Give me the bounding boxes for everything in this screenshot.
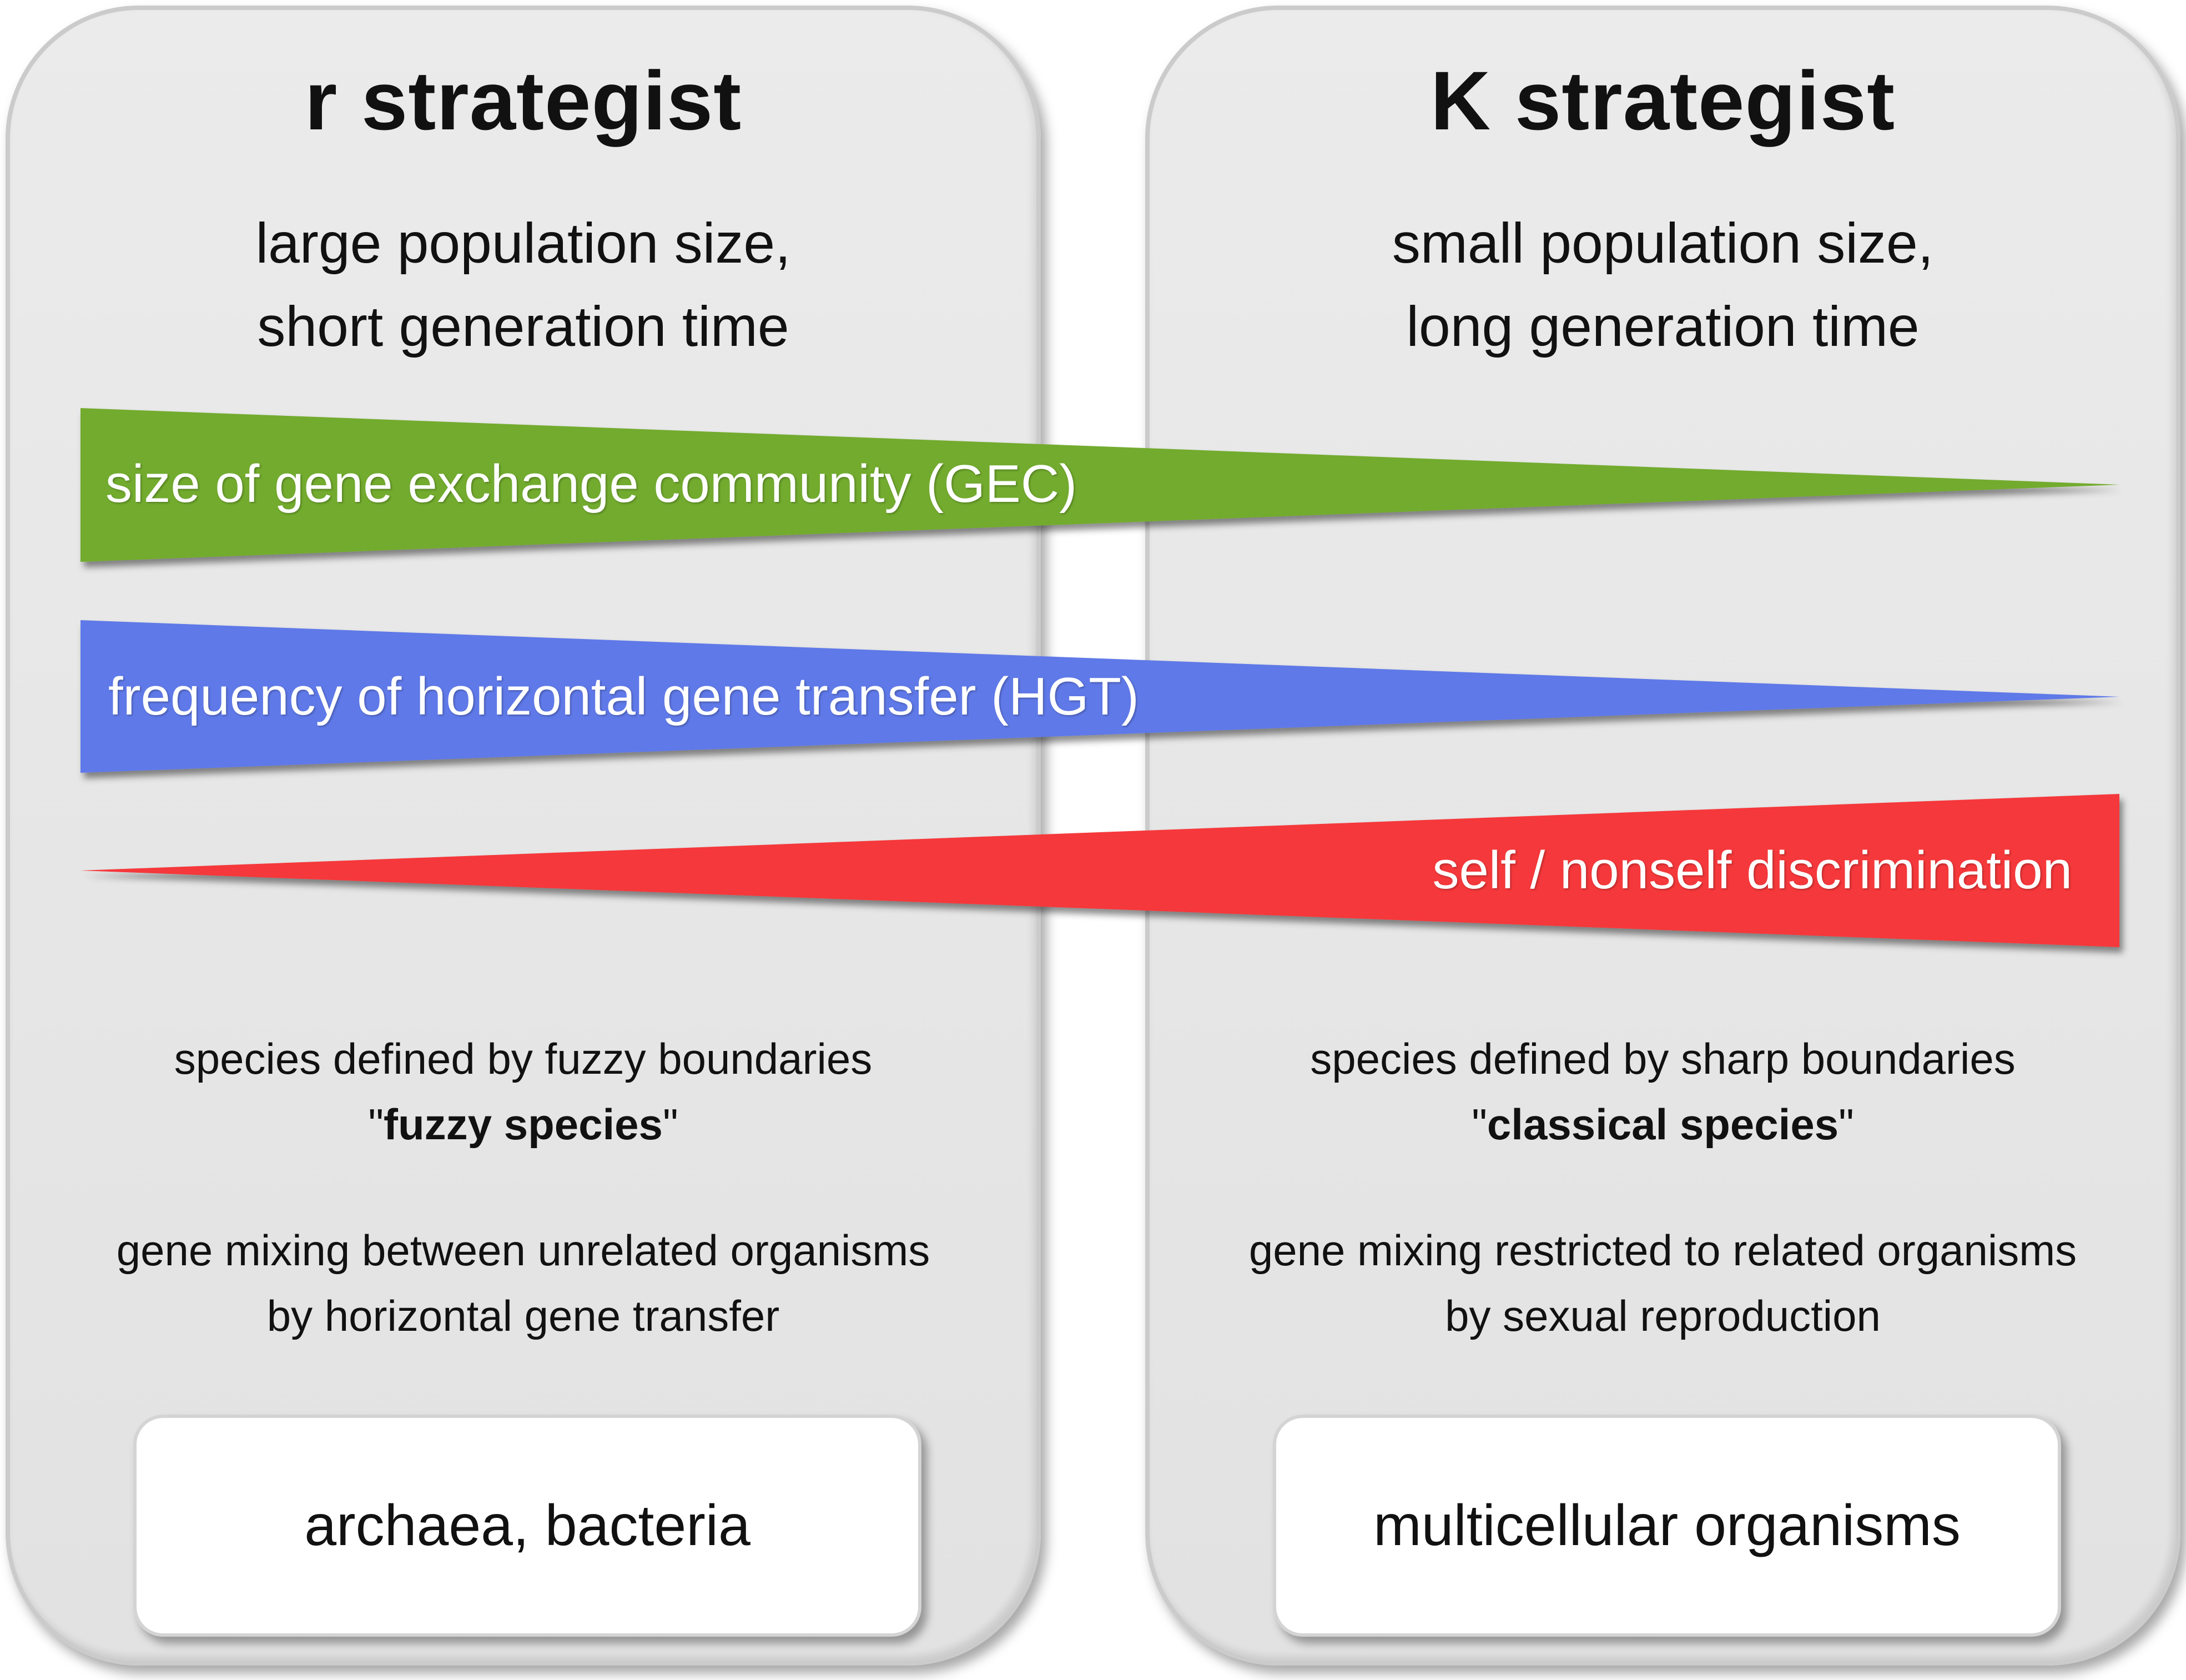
r-species-term: "fuzzy species"	[368, 1100, 678, 1149]
self-nonself-label: self / nonself discrimination	[1432, 841, 2072, 900]
k-gene-mixing: gene mixing restricted to related organi…	[1150, 1218, 2176, 1349]
k-trait-line-1: small population size,	[1392, 212, 1934, 275]
gec-label: size of gene exchange community (GEC)	[105, 454, 1077, 514]
k-strategist-title: K strategist	[1430, 54, 1896, 147]
r-species-definition: species defined by fuzzy boundaries "fuz…	[10, 1026, 1036, 1157]
k-mixing-line-2: by sexual reproduction	[1445, 1291, 1881, 1340]
r-strategist-traits: large population size, short generation …	[10, 202, 1036, 368]
k-organisms-box: multicellular organisms	[1273, 1415, 2061, 1637]
r-trait-line-2: short generation time	[257, 295, 789, 358]
r-mixing-line-2: by horizontal gene transfer	[266, 1291, 780, 1340]
self-nonself-wedge	[80, 794, 2119, 947]
k-species-line: species defined by sharp boundaries	[1310, 1034, 2016, 1083]
k-species-definition: species defined by sharp boundaries "cla…	[1150, 1026, 2176, 1157]
r-strategist-title: r strategist	[304, 54, 742, 147]
hgt-label: frequency of horizontal gene transfer (H…	[108, 667, 1139, 726]
k-species-term: "classical species"	[1472, 1100, 1854, 1149]
r-mixing-line-1: gene mixing between unrelated organisms	[116, 1226, 930, 1275]
r-organisms-box: archaea, bacteria	[133, 1415, 921, 1637]
k-species-term-bold: classical species	[1487, 1100, 1839, 1149]
r-species-line: species defined by fuzzy boundaries	[174, 1034, 873, 1083]
hgt-wedge	[80, 620, 2119, 773]
r-trait-line-1: large population size,	[255, 212, 791, 275]
k-mixing-line-1: gene mixing restricted to related organi…	[1248, 1226, 2077, 1275]
r-gene-mixing: gene mixing between unrelated organisms …	[10, 1218, 1036, 1349]
gec-wedge	[80, 408, 2119, 562]
r-species-term-bold: fuzzy species	[384, 1100, 663, 1149]
k-strategist-traits: small population size, long generation t…	[1150, 202, 2176, 368]
r-strategist-panel: r strategist large population size, shor…	[6, 6, 1041, 1666]
k-trait-line-2: long generation time	[1406, 295, 1920, 358]
